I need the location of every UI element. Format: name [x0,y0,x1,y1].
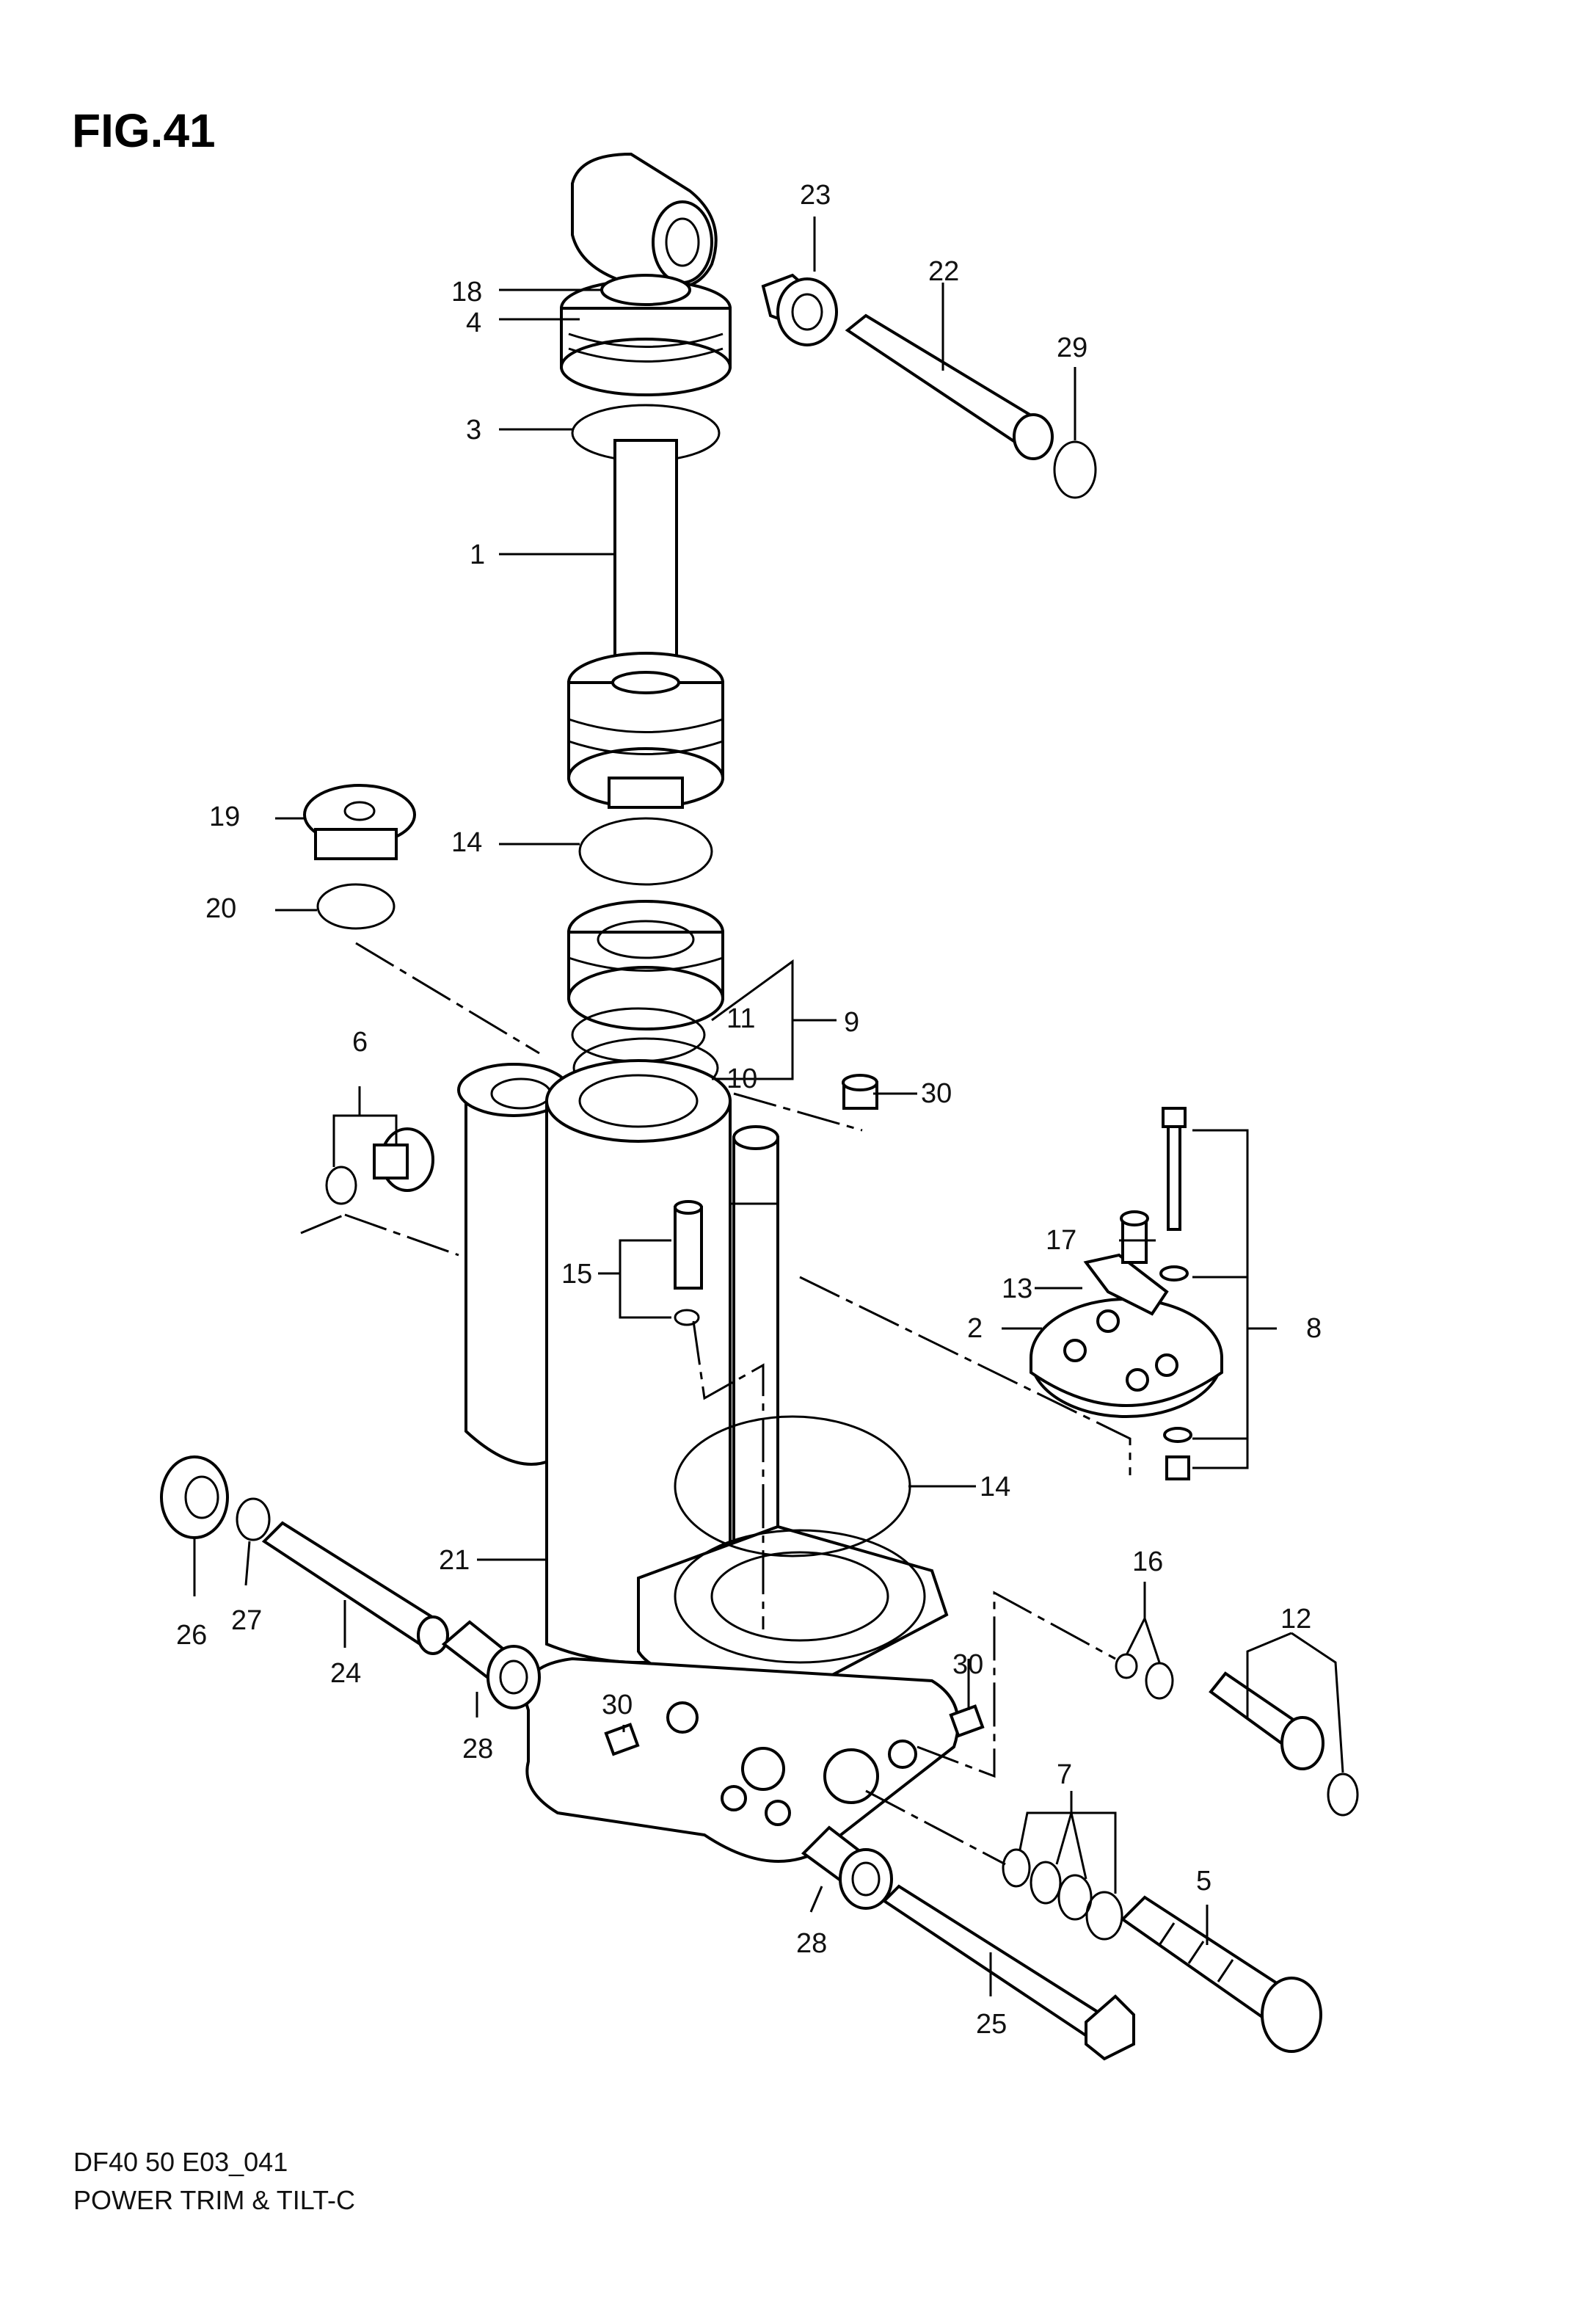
callout-27: 27 [231,1605,262,1636]
bushing-part-28-lower [801,1825,893,1910]
plug-part-30-left [604,1723,640,1756]
leader-lines [193,217,1344,1996]
callout-21: 21 [439,1545,470,1576]
o-ring-part-14-upper [578,817,713,886]
callout-10: 10 [726,1064,757,1094]
callout-26: 26 [176,1620,207,1651]
callout-30-top: 30 [921,1078,952,1109]
pin-part-17 [1120,1210,1149,1264]
figure-title: FIG.41 [72,104,216,157]
callout-28-upper: 28 [462,1734,493,1764]
assembly-line [355,942,540,1055]
diagram-caption: POWER TRIM & TILT-C [73,2185,355,2215]
nut-part-26 [160,1455,229,1539]
callout-14-lower: 14 [980,1472,1010,1502]
assembly-line [799,1276,1132,1475]
callout-12: 12 [1280,1604,1311,1635]
callout-20: 20 [205,893,236,924]
callout-17: 17 [1046,1225,1076,1256]
callout-8: 8 [1306,1313,1322,1344]
valve-plate-part-2 [1030,1298,1223,1418]
assembly-line [692,1320,765,1629]
callout-6: 6 [352,1027,368,1058]
callout-4: 4 [466,308,481,338]
diagram-code: DF40 50 E03_041 [73,2147,288,2177]
plug-part-19 [303,784,416,860]
bolt-part-8 [1159,1107,1192,1480]
rod-eye-part [571,152,718,289]
callout-29: 29 [1057,332,1087,363]
rod-gland-part [560,274,732,396]
callout-25: 25 [976,2009,1007,2040]
bushing-part-23 [761,273,838,346]
assembly-line [865,1789,1006,1866]
callout-24: 24 [330,1658,361,1689]
callout-9: 9 [844,1007,859,1038]
o-ring-set-part-7 [1002,1848,1123,1941]
callout-30-right: 30 [952,1649,983,1680]
plug-part-30-top [842,1074,878,1110]
pin-part-24 [261,1521,449,1655]
assembly-line [733,1092,863,1132]
callout-2: 2 [967,1313,983,1344]
valve-part-12 [1209,1671,1359,1817]
callout-30-left: 30 [602,1690,633,1720]
plug-part-30-right [949,1704,985,1738]
callout-3: 3 [466,415,481,446]
callout-23: 23 [800,180,831,211]
callout-5: 5 [1196,1866,1211,1897]
o-ring-set-part-16 [1115,1653,1174,1700]
callout-22: 22 [928,256,959,287]
callout-13: 13 [1002,1273,1032,1304]
callout-1: 1 [470,539,485,570]
callout-11: 11 [726,1003,755,1034]
callout-14-upper: 14 [451,827,482,858]
snap-ring-part-29 [1053,440,1097,499]
valve-part-5 [1120,1895,1322,2053]
o-ring-part-20 [316,883,396,930]
callout-18: 18 [451,277,482,308]
assembly-line [917,1591,1116,1778]
manifold-housing [524,1524,960,1863]
bushing-part-28-upper [441,1620,541,1709]
washer-part-27 [236,1497,271,1541]
piston-part-9 [567,900,724,1030]
callout-7: 7 [1057,1759,1072,1790]
assembly-line [300,1213,346,1235]
callout-15: 15 [561,1259,592,1290]
bolt-part-25 [881,1884,1135,2061]
assembly-line [344,1213,459,1257]
piston-rod-part [567,439,724,809]
pin-part-22 [845,313,1054,460]
callout-28-lower: 28 [796,1928,827,1959]
lever-part-13 [1083,1253,1169,1316]
plug-part-6 [325,1127,434,1205]
pin-part-15 [674,1200,703,1326]
callout-16: 16 [1132,1546,1163,1577]
callout-19: 19 [209,801,240,832]
